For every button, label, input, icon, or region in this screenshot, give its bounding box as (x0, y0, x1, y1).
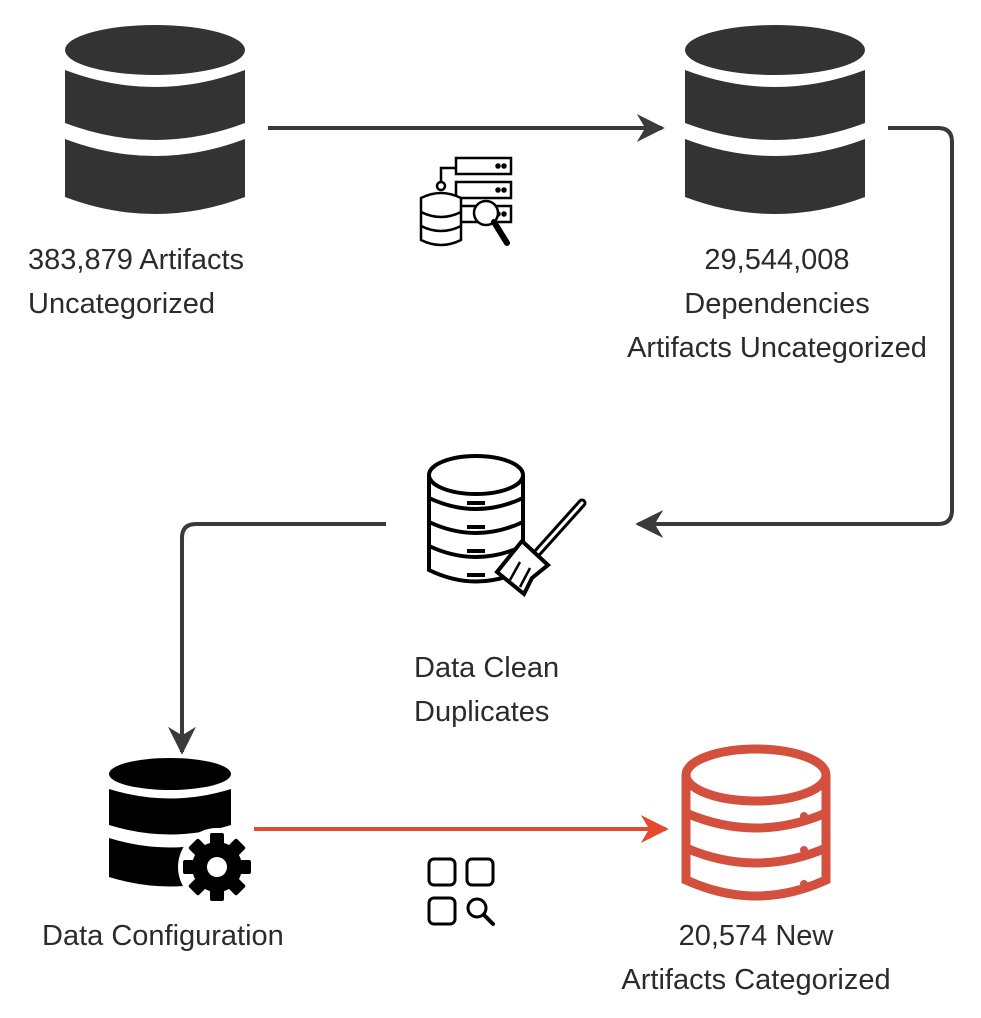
database-outline-icon (681, 744, 831, 901)
source-database-icon (65, 25, 245, 214)
flow-arrow-clean-to-config (168, 522, 386, 755)
clean-title-text: Data Clean (414, 652, 560, 684)
source-count-text: 383,879 Artifacts (28, 244, 245, 276)
config-title-text: Data Configuration (42, 920, 284, 952)
source-status-text: Uncategorized (28, 288, 215, 320)
result-status-text: Artifacts Categorized (621, 964, 891, 996)
database-gear-icon (109, 758, 256, 906)
server-search-icon (419, 156, 513, 247)
result-database-label: 20,574 New Artifacts Categorized (606, 914, 906, 1002)
deps-status-text: Artifacts Uncategorized (627, 332, 927, 364)
clean-subtitle-text: Duplicates (414, 696, 550, 728)
dependencies-database-icon (685, 25, 865, 214)
database-broom-icon (427, 454, 587, 598)
result-count-text: 20,574 New (678, 920, 834, 952)
deps-type-text: Dependencies (684, 288, 870, 320)
source-database-label: 383,879 Artifacts Uncategorized (28, 238, 244, 326)
grid-search-icon (427, 857, 495, 926)
dependencies-database-label: 29,544,008 Dependencies Artifacts Uncate… (612, 238, 942, 370)
data-clean-label: Data Clean Duplicates (414, 646, 559, 734)
deps-count-text: 29,544,008 (704, 244, 850, 276)
flow-arrow-deps-to-clean (635, 126, 954, 538)
data-configuration-label: Data Configuration (42, 914, 284, 958)
